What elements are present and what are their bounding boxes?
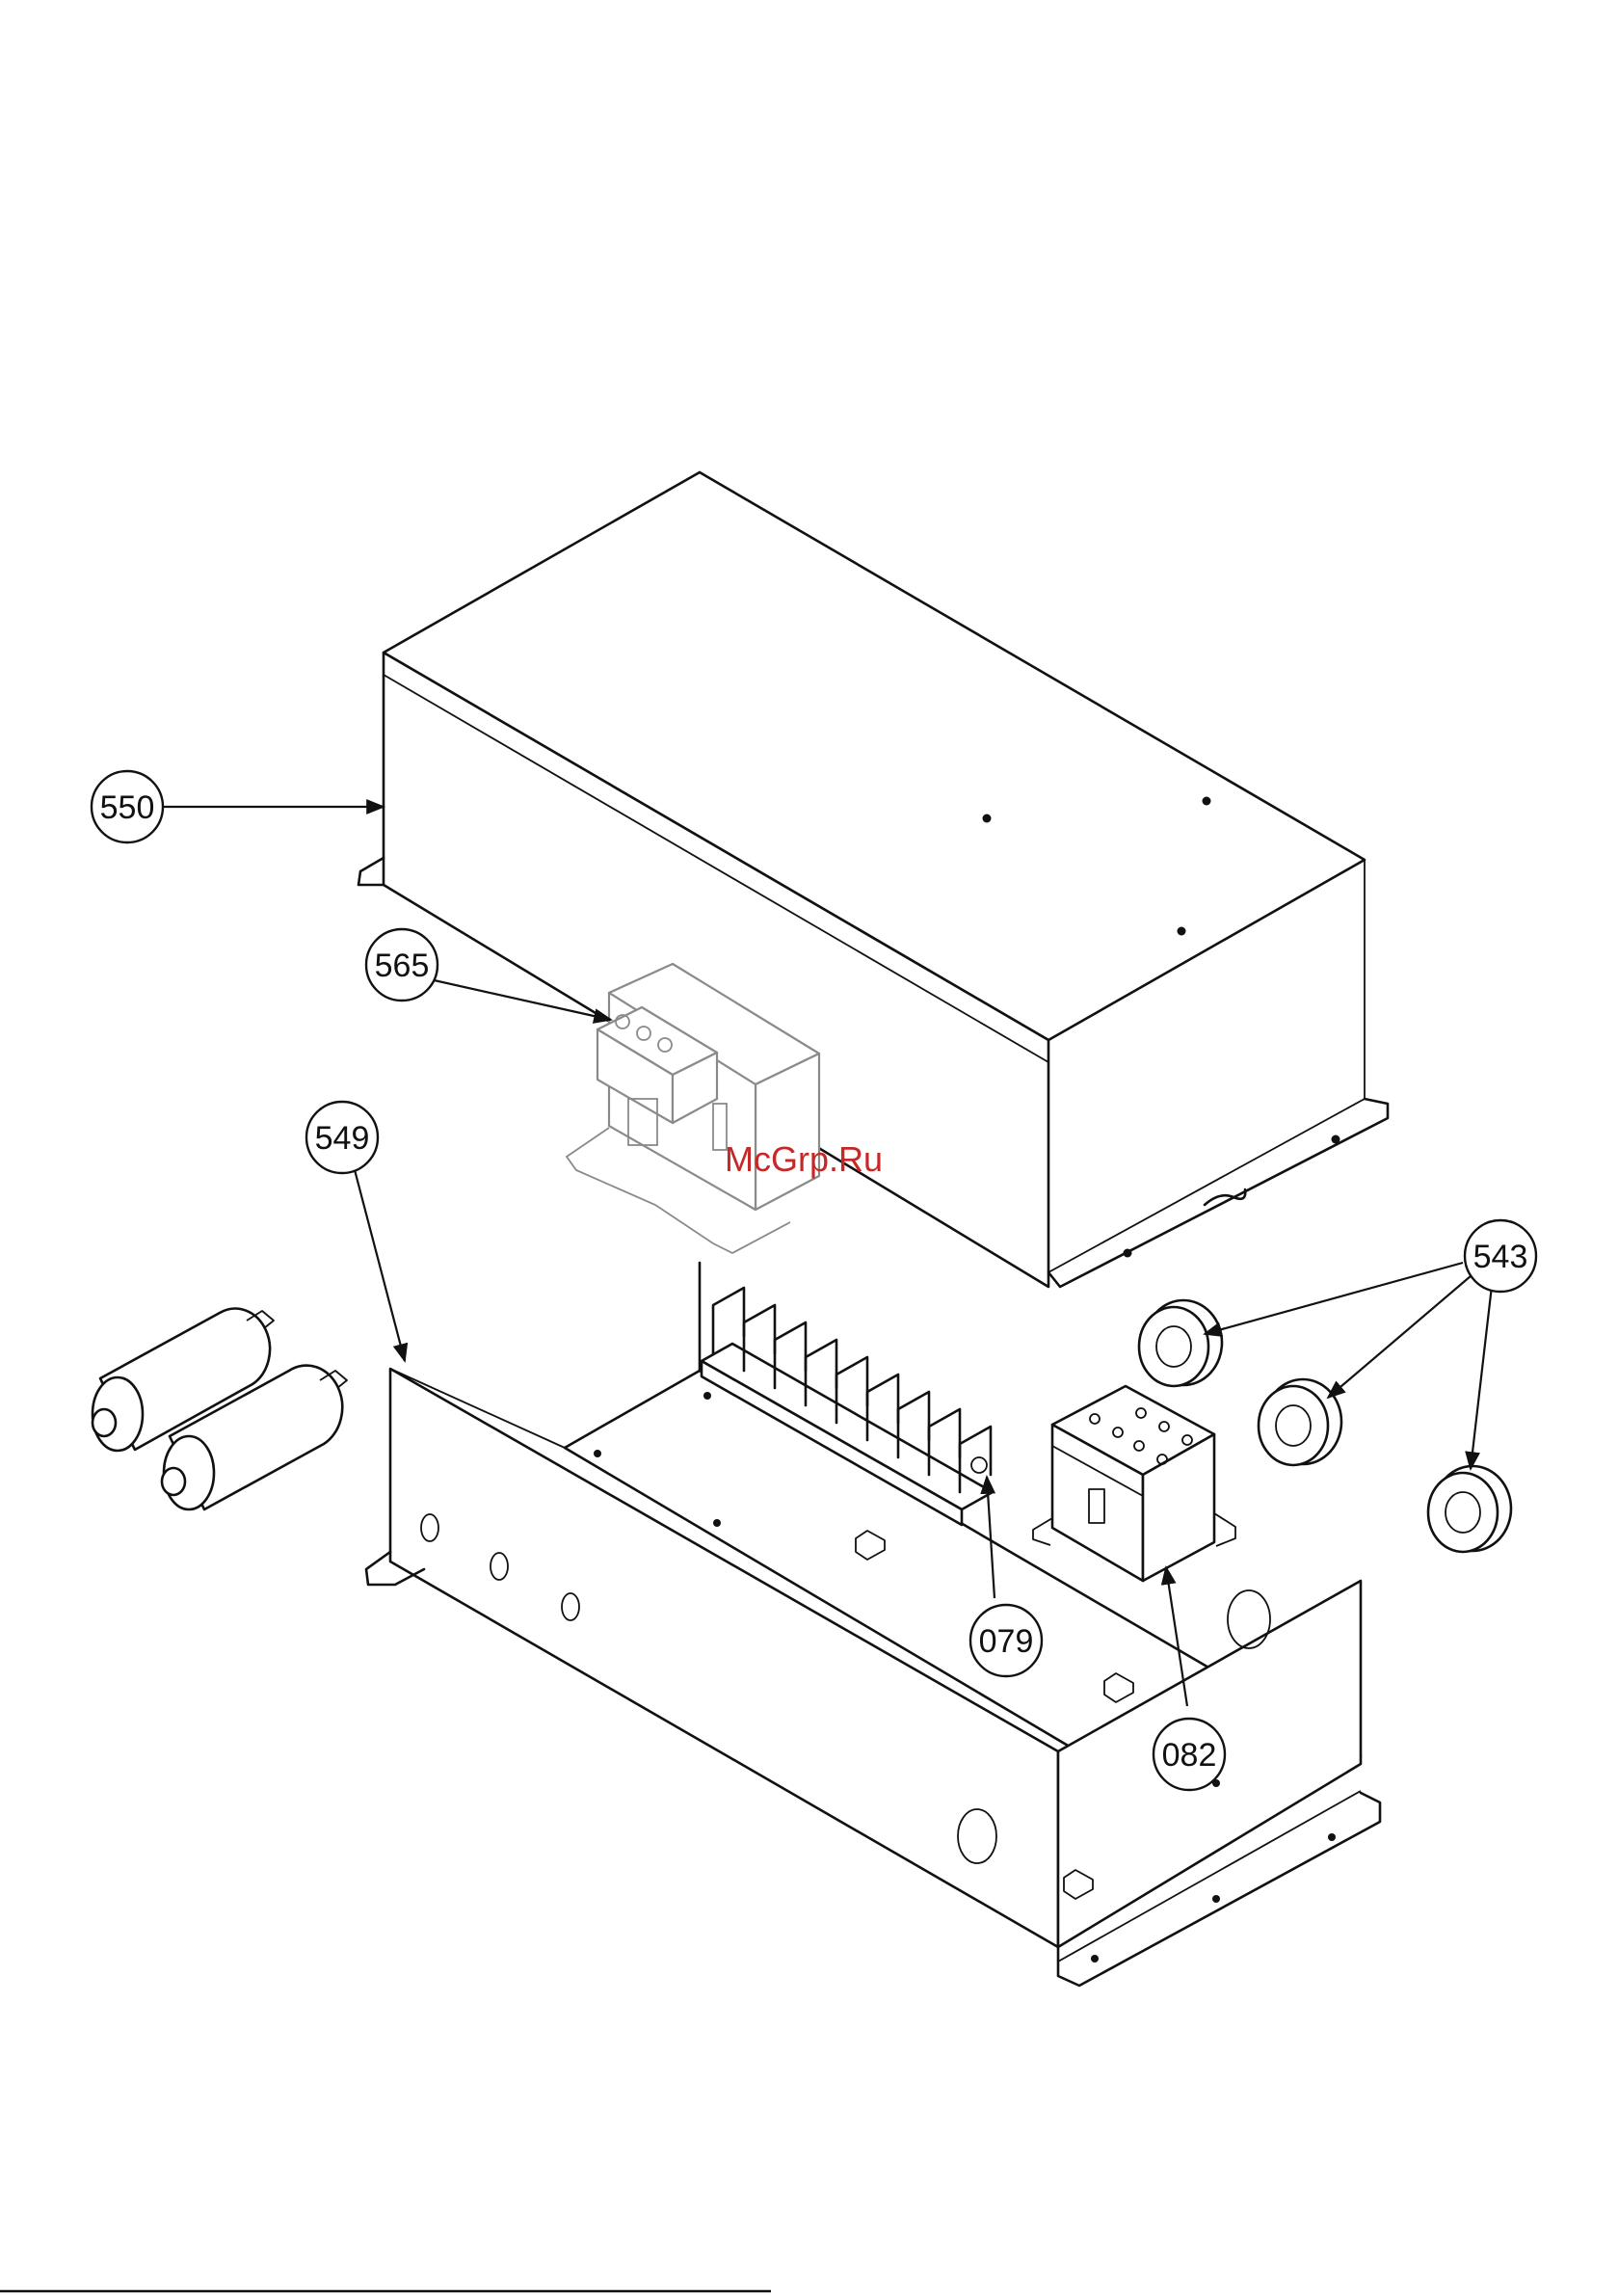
callout-550-label: 550 — [100, 789, 155, 826]
grommet-2 — [1259, 1379, 1341, 1465]
grommet-1 — [1139, 1300, 1222, 1386]
callout-543-label: 543 — [1473, 1239, 1528, 1275]
contactor-082 — [1033, 1386, 1235, 1581]
chassis-549 — [366, 1263, 1380, 1986]
callout-082: 082 — [1154, 1719, 1225, 1790]
callout-079: 079 — [970, 1605, 1042, 1676]
callout-079-label: 079 — [979, 1623, 1034, 1660]
callout-543: 543 — [1465, 1220, 1536, 1292]
capacitors — [93, 1309, 347, 1509]
callout-565: 565 — [366, 929, 438, 1001]
callout-565-label: 565 — [375, 948, 430, 984]
watermark-text: McGrp.Ru — [725, 1139, 883, 1179]
callout-550: 550 — [92, 771, 163, 842]
grommet-3 — [1428, 1466, 1511, 1552]
callout-549: 549 — [306, 1102, 378, 1173]
callout-082-label: 082 — [1162, 1737, 1217, 1774]
callout-549-label: 549 — [315, 1120, 370, 1157]
